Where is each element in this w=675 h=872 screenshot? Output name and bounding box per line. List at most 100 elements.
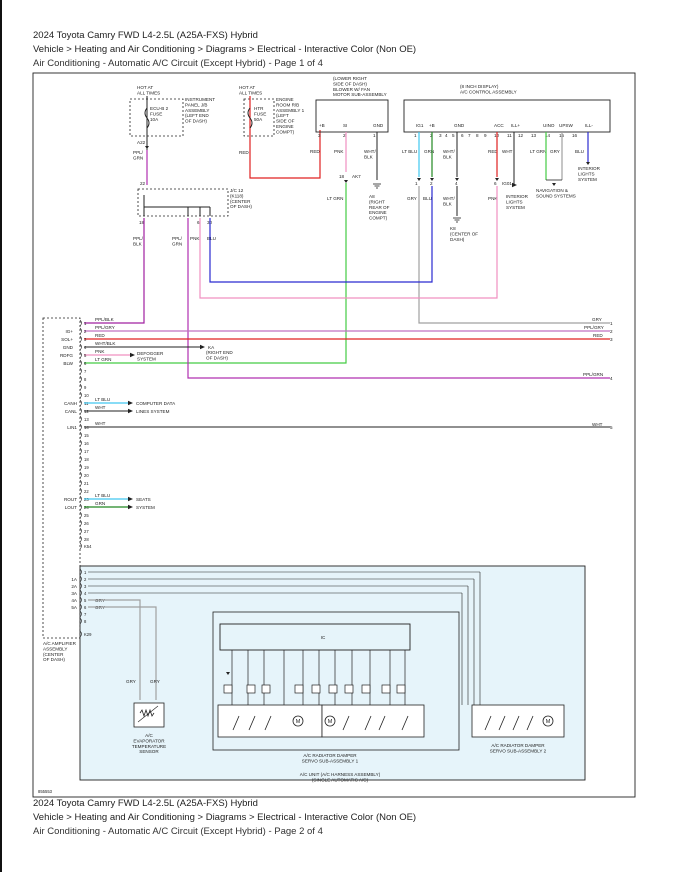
interior-lights-system: SYSTEM [506,205,525,210]
terminal-block [344,684,354,694]
amplifier-pin-number: 17 [84,449,89,454]
ac-control-title: (8 INCH DISPLAY) [460,84,499,89]
connector-arrow [552,183,556,186]
diagram-title: Air Conditioning - Automatic A/C Circuit… [33,58,323,69]
interior-lights-system: LIGHTS [506,199,523,204]
interior-lights-system: INTERIOR [578,166,601,171]
fuse2-location: ASSEMBLY 1 [276,108,305,113]
ppl-grn-wire [187,218,610,379]
ac-control-box [403,99,611,133]
ac-amplifier-assembly [42,317,81,639]
pin-bracket [79,471,82,479]
wire-label-ppl-grn: PPL/ [133,150,144,155]
connector-ig01: IG01 [502,181,512,186]
hot-at-all-times-label: ALL TIMES [137,90,160,95]
terminal-block [223,684,233,694]
wire-label-wht-blk: BLK [364,154,374,159]
evaporator-temperature-sensor: TEMPERATURE [132,744,166,749]
pin-bracket [79,447,82,455]
ppl-blk-wire [84,218,145,324]
amplifier-pin-number: 2 [84,577,87,582]
pin-bracket [79,399,82,407]
connector-arrow [430,178,434,181]
wire-label-pnk: PNK [190,236,200,241]
switch-icon [232,715,240,731]
breadcrumb-page2[interactable]: Vehicle > Heating and Air Conditioning >… [33,812,417,823]
seats-system: SEATS [136,497,151,502]
pin-bracket [79,519,82,527]
blower-motor-box [315,99,389,133]
wire-label-ppl-blk: BLK [133,241,143,246]
amplifier-pin-name: 1A [71,577,78,582]
amplifier-pin-number: 1 [84,321,87,326]
pin-bracket [79,359,82,367]
amplifier-pin-name: IG+ [65,329,73,334]
ground-k8: (CENTER OF [450,231,478,236]
switch-icon [401,715,409,731]
blower-pin-si: SI [343,123,347,128]
amplifier-pin-name: LOUT [65,505,77,510]
ic-box [219,623,411,651]
jc-label: OF DASH) [230,204,252,209]
amplifier-pin-number: 8 [84,619,87,624]
servo-sub-assembly-2: A/C RADIATOR DAMPER [491,743,545,748]
jc-pin: 6 [197,220,200,225]
arrow-right [200,344,205,350]
hot-at-all-times-label: HOT AT [137,85,153,90]
servo-1-right-box [321,704,425,738]
interior-lights-system: LIGHTS [578,171,595,176]
amplifier-pin-number: 15 [84,433,89,438]
ground-a8: A8 [369,194,375,199]
pin-number: 1 [415,181,418,186]
pin-bracket [79,327,82,335]
ground-a8: COMPT) [369,216,388,221]
jc-label: J/C 12 [230,188,244,193]
arrow-right [128,400,133,406]
terminal-block [294,684,304,694]
arrow-right [128,496,133,502]
amplifier-pin-name: RDFG [60,353,73,358]
wire-label-wht-blk: WHT/ [443,149,455,154]
pin-number: 12 [518,133,524,138]
wire-label-red: RED [95,333,105,338]
switch-icon [364,715,372,731]
pin-bracket [79,617,82,625]
wire-label-gry: GRY [150,679,160,684]
jc-label: (K118) [230,193,244,198]
ac-amplifier-title: (CENTER [43,652,64,657]
amplifier-pin-name: GND [63,345,74,350]
interior-lights-system: INTERIOR [506,194,529,199]
pin-number: 7 [468,133,471,138]
motor-icon-label: M [296,719,301,725]
pin-number: 4 [445,133,448,138]
terminal-block [311,684,321,694]
fuse1-label: 10A [150,117,159,122]
wire-label-gry: GRY [126,679,136,684]
amplifier-pin-number: 5 [84,353,87,358]
fuse1-location: ASSEMBLY [185,108,209,113]
amplifier-pin-number: 3 [84,584,87,589]
pin-bracket [79,495,82,503]
amplifier-pin-number: 28 [84,537,89,542]
ground-ka: KA [208,345,215,350]
computer-data-lines: COMPUTER DATA [136,401,176,406]
amplifier-pin-name: 4A [71,598,78,603]
pin-bracket [79,603,82,611]
pin-bracket [79,487,82,495]
amplifier-pin-number: 6 [84,361,87,366]
pin-number: 4 [455,181,458,186]
page-left-border [0,0,2,872]
amplifier-pin-number: 18 [84,457,89,462]
defogger-system: SYSTEM [137,356,156,361]
amplifier-pin-name: CANL [65,409,78,414]
instrument-panel-jb [129,98,184,137]
motor-icon-label: M [546,719,551,725]
continuation-number: 4 [610,376,613,381]
diagram-frame [32,72,636,798]
breadcrumb[interactable]: Vehicle > Heating and Air Conditioning >… [33,44,417,55]
gry-evap-wire [88,606,157,700]
wire-label-blu: BLU [575,149,584,154]
pin-bracket [79,367,82,375]
pin-number: 16 [572,133,578,138]
